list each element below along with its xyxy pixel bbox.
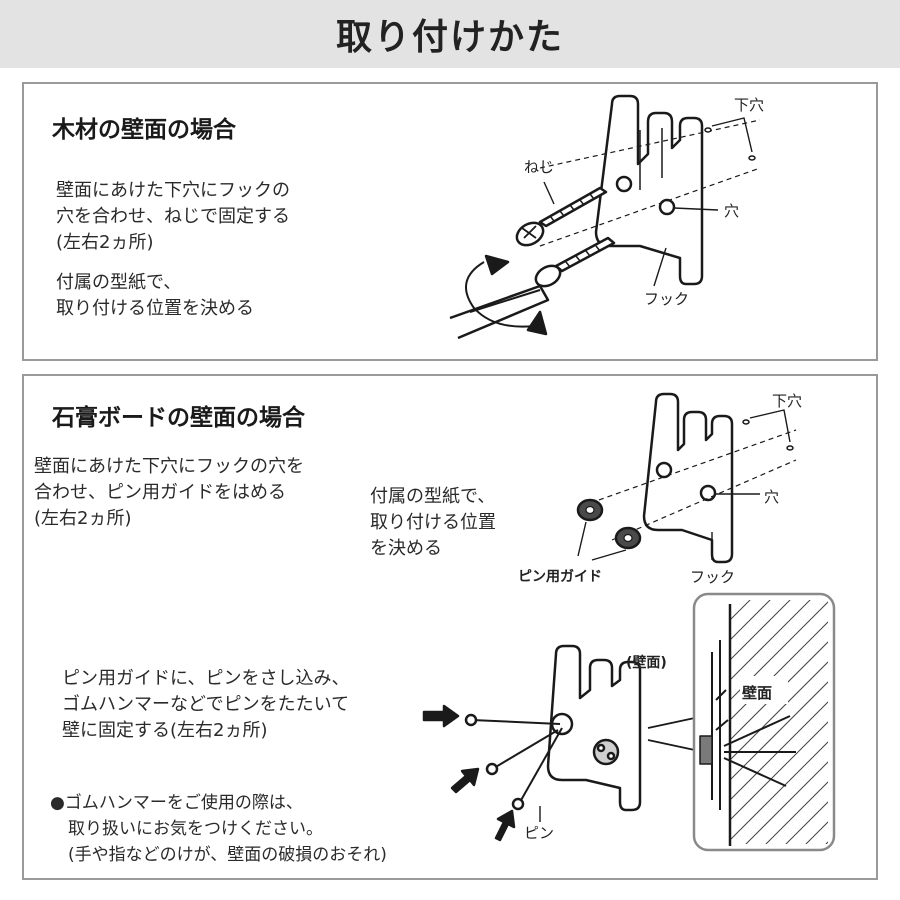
- gypsum-label-pilot-hole: 下穴: [772, 392, 803, 410]
- pin-hammer-illustration: [422, 592, 836, 852]
- page-title: 取り付けかた: [335, 17, 564, 58]
- wood-label-hole: 穴: [724, 202, 740, 220]
- wood-hook-illustration: [449, 94, 761, 340]
- gypsum-wall-panel: [22, 374, 878, 880]
- wood-instructions: 壁面にあけた下穴にフックの 穴を合わせ、ねじで固定する (左右2ヵ所): [56, 178, 290, 256]
- gypsum-label-hole: 穴: [764, 488, 780, 506]
- gypsum-hook-illustration: [576, 392, 797, 564]
- wood-section-title: 木材の壁面の場合: [52, 117, 236, 143]
- pin-instructions: ピン用ガイドに、ピンをさし込み、 ゴムハンマーなどでピンをたたいて 壁に固定する…: [62, 666, 349, 744]
- caution-line: 取り扱いにお気をつけください。: [68, 819, 323, 839]
- gypsum-label-wall-paren: (壁面): [626, 655, 667, 671]
- gypsum-template-line: 付属の型紙で、: [370, 486, 496, 507]
- wood-label-screw: ねじ: [524, 158, 555, 176]
- caution-note: ●ゴムハンマーをご使用の際は、 取り扱いにお気をつけください。 (手や指などのけ…: [50, 790, 387, 868]
- wood-template-note: 付属の型紙で、 取り付ける位置を決める: [56, 270, 254, 322]
- wood-label-hook: フック: [644, 290, 690, 308]
- gypsum-instruction-line: 壁面にあけた下穴にフックの穴を: [34, 456, 304, 477]
- gypsum-label-hook: フック: [690, 568, 736, 586]
- wood-template-line: 取り付ける位置を決める: [56, 298, 254, 319]
- gypsum-instruction-line: 合わせ、ピン用ガイドをはめる: [34, 482, 286, 503]
- gypsum-label-pin-guide: ピン用ガイド: [518, 569, 602, 585]
- wood-label-pilot-hole: 下穴: [734, 96, 765, 114]
- pin-instruction-line: ピン用ガイドに、ピンをさし込み、: [62, 668, 350, 689]
- caution-line: ●ゴムハンマーをご使用の際は、: [50, 793, 303, 813]
- caution-line: (手や指などのけが、壁面の破損のおそれ): [68, 845, 387, 865]
- gypsum-instructions: 壁面にあけた下穴にフックの穴を 合わせ、ピン用ガイドをはめる (左右2ヵ所): [34, 454, 304, 532]
- header-bar: 取り付けかた: [0, 0, 900, 68]
- gypsum-template-line: を決める: [370, 538, 442, 559]
- pin-instruction-line: 壁に固定する(左右2ヵ所): [62, 720, 268, 741]
- gypsum-instruction-line: (左右2ヵ所): [34, 508, 132, 529]
- wood-instruction-line: 穴を合わせ、ねじで固定する: [56, 206, 290, 227]
- pin-instruction-line: ゴムハンマーなどでピンをたたいて: [62, 694, 350, 715]
- gypsum-template-line: 取り付ける位置: [370, 512, 496, 533]
- wood-template-line: 付属の型紙で、: [56, 272, 182, 293]
- gypsum-template-note: 付属の型紙で、 取り付ける位置 を決める: [370, 484, 496, 562]
- gypsum-label-wall: 壁面: [742, 684, 773, 702]
- gypsum-section-title: 石膏ボードの壁面の場合: [52, 405, 305, 431]
- wood-instruction-line: (左右2ヵ所): [56, 232, 154, 253]
- wood-instruction-line: 壁面にあけた下穴にフックの: [56, 180, 290, 201]
- gypsum-label-pin: ピン: [524, 824, 555, 842]
- wood-wall-panel: [22, 82, 878, 361]
